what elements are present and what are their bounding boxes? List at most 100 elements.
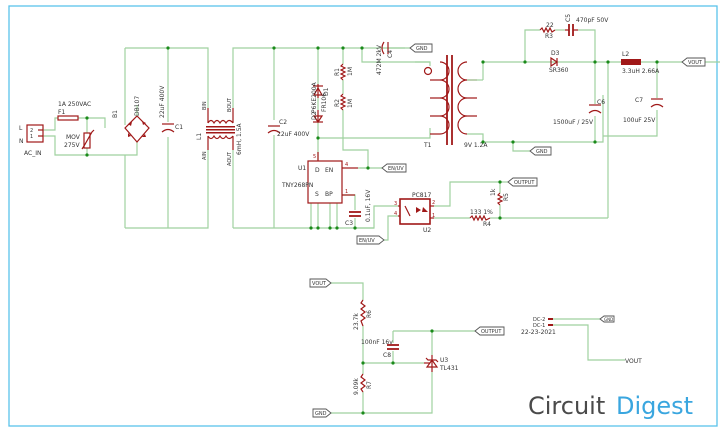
logo-digest-text: Digest <box>616 392 693 420</box>
net-label-gnd-top: GND <box>409 43 433 53</box>
c1-ref: C1 <box>175 124 183 131</box>
pin-l-label: L <box>19 125 23 132</box>
net-label-output-opto: OUTPUT <box>507 177 538 187</box>
net-label-vout-dc: VOUT <box>625 358 642 365</box>
d1-value: P6KE200A <box>311 81 318 113</box>
net-label-gnd-dc: GND <box>599 315 615 323</box>
mov-ref: MOV <box>66 134 81 141</box>
net-label-text: VOUT <box>312 281 327 287</box>
capacitor-c8: 100nF 16v C8 <box>361 339 399 359</box>
resistor-r7: 9.09k R7 <box>353 373 373 395</box>
common-mode-choke-l1: BIN BOUT AIN AOUT L1 6mH, 1.5A <box>196 97 243 166</box>
l2-ref: L2 <box>622 51 629 58</box>
c3-value: 0.1uF, 16V <box>365 189 372 222</box>
r3-ref: R3 <box>545 33 553 40</box>
u1-value: TNY268PN <box>281 182 313 189</box>
inductor-l2: L2 3.3uH 2.66A <box>621 51 660 75</box>
d3-value: SR360 <box>549 67 569 74</box>
c6-ref: C6 <box>597 99 605 106</box>
t1-ref: T1 <box>423 142 432 149</box>
r7-value: 9.09k <box>353 378 360 395</box>
l1-aout: AOUT <box>227 151 233 166</box>
u3-ref: U3 <box>440 357 448 364</box>
net-label-vout-feedback: VOUT <box>309 278 332 288</box>
c5-value: 470pF 50V <box>576 17 609 24</box>
dc-pin2-label: DC-2 <box>533 317 545 323</box>
ic-u1-tny268pn: 5 4 1 D EN S BP U1 TNY268PN <box>281 152 358 204</box>
net-label-text: GND <box>416 46 428 52</box>
capacitor-c4: 472M 2kV C4 <box>376 41 394 75</box>
l1-bout: BOUT <box>227 97 233 112</box>
l2-value: 3.3uH 2.66A <box>622 68 660 75</box>
bridge-rectifier-b1: B1 DB107 <box>112 96 150 143</box>
capacitor-c5: C5 470pF 50V <box>565 14 609 36</box>
optocoupler-u2: 3 4 2 1 PC817 U2 <box>394 192 435 234</box>
c2-value: 22uF 400V <box>277 131 310 138</box>
c2-ref: C2 <box>279 119 287 126</box>
net-label-text: GND <box>315 411 327 417</box>
mov-varistor: MOV 275V <box>64 129 95 150</box>
resistor-r1: R1 1M <box>334 63 354 81</box>
r5-value: 1k <box>490 188 497 196</box>
capacitor-c7: C7 100uF 25V <box>623 97 664 124</box>
tvs-diode-d1: P6KE200A D1 <box>311 81 330 113</box>
junctions <box>85 46 659 415</box>
net-label-text: EN/UV <box>359 238 375 244</box>
pin-2-label: 2 <box>30 128 33 134</box>
capacitor-c3: C3 0.1uF, 16V <box>345 189 372 227</box>
u1-pin-en: EN <box>325 167 333 174</box>
sheet-frame <box>8 5 718 427</box>
resistor-r2: R2 1M <box>334 93 354 111</box>
net-label-text: GND <box>536 149 548 155</box>
fuse-f1: 1A 250VAC F1 <box>57 101 91 121</box>
u3-value: TL431 <box>439 365 459 372</box>
r1-value: 1M <box>347 67 354 76</box>
net-label-text: OUTPUT <box>514 180 535 186</box>
c6-value: 1500uF / 25V <box>553 119 594 126</box>
capacitor-c2: C2 22uF 400V <box>267 119 310 138</box>
u2-value: PC817 <box>412 192 431 199</box>
r2-ref: R2 <box>334 99 341 107</box>
d3-ref: D3 <box>551 50 560 57</box>
dc-output-connector: DC-2 DC-1 22-23-2021 <box>521 317 556 336</box>
r1-ref: R1 <box>334 68 341 76</box>
u1-pin-s: S <box>315 191 319 198</box>
t1-value: 9V 1.2A <box>464 142 488 149</box>
c5-ref: C5 <box>565 14 572 22</box>
dc-date-label: 22-23-2021 <box>521 329 556 336</box>
c8-value: 100nF 16v <box>361 339 393 346</box>
pin-1-label: 1 <box>30 134 33 140</box>
d2-ref: D2 <box>311 111 318 120</box>
u1-ref: U1 <box>298 165 306 172</box>
u2-pin2: 2 <box>432 200 435 206</box>
net-label-text: VOUT <box>688 60 703 66</box>
capacitor-c1: C1 22uF 400V <box>159 85 183 133</box>
capacitor-c6: C6 1500uF / 25V <box>553 99 605 126</box>
c4-value: 472M 2kV <box>376 44 383 75</box>
r4-value: 133 1% <box>470 209 493 216</box>
r2-value: 1M <box>347 99 354 108</box>
r7-ref: R7 <box>366 381 373 389</box>
net-label-gnd-secondary: GND <box>529 146 552 156</box>
shunt-regulator-u3: U3 TL431 <box>424 355 459 372</box>
u2-pin1: 1 <box>432 213 435 219</box>
net-label-output-feedback: OUTPUT <box>474 326 505 336</box>
bridge-ref: B1 <box>112 110 119 118</box>
c4-ref: C4 <box>387 50 394 58</box>
u2-pin3: 3 <box>394 201 397 207</box>
u1-pin-bp: BP <box>325 191 333 198</box>
logo-circuit-text: Circuit <box>528 392 605 420</box>
net-label-text: GND <box>604 317 613 322</box>
circuitdigest-logo: Circuit Digest <box>528 392 693 420</box>
transformer-t1: T1 9V 1.2A <box>423 55 488 149</box>
d2-value: FR106 <box>321 93 328 112</box>
u1-pin1: 1 <box>345 189 348 195</box>
u2-pin4: 4 <box>394 211 397 217</box>
net-label-text: OUTPUT <box>481 329 502 335</box>
c7-value: 100uF 25V <box>623 117 656 124</box>
r6-ref: R6 <box>366 310 373 318</box>
resistor-r4: 133 1% R4 <box>469 209 493 228</box>
net-label-text: EN/UV <box>388 166 404 172</box>
r3-value: 22 <box>546 22 554 29</box>
